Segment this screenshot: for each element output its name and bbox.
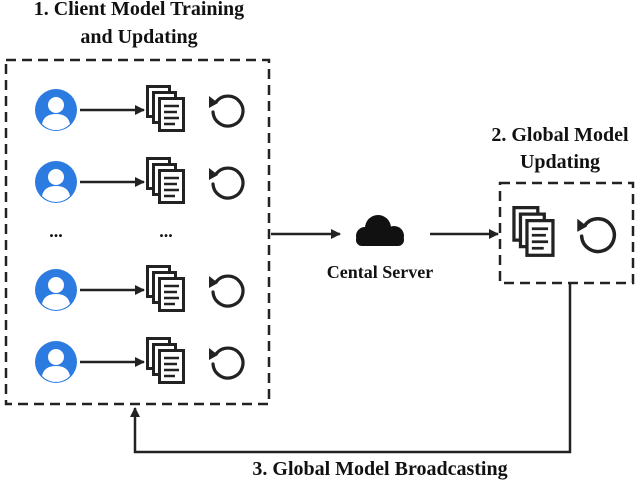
refresh-icon <box>575 216 617 254</box>
global-updating-title-line2: Updating <box>519 151 601 173</box>
client-row <box>35 265 245 312</box>
user-icon <box>35 161 77 203</box>
documents-icon <box>146 157 185 204</box>
documents-icon <box>146 337 185 384</box>
client-row <box>35 85 245 132</box>
ellipsis-clients: ... <box>49 221 63 241</box>
central-server-label: Cental Server <box>326 262 434 282</box>
user-icon <box>35 269 77 311</box>
cloud-icon <box>356 215 404 246</box>
user-icon <box>35 89 77 131</box>
global-updating-title-line1: 2. Global Model <box>491 124 629 146</box>
broadcasting-label: 3. Global Model Broadcasting <box>252 458 508 480</box>
refresh-icon <box>207 166 245 200</box>
documents-icon <box>512 206 555 257</box>
client-training-title-line1: 1. Client Model Training <box>33 0 245 20</box>
ellipsis-models: ... <box>159 221 173 241</box>
client-training-title-line2: and Updating <box>80 26 198 48</box>
broadcast-arrow <box>130 283 572 454</box>
documents-icon <box>146 85 185 132</box>
refresh-icon <box>207 94 245 128</box>
refresh-icon <box>207 274 245 308</box>
client-row <box>35 337 245 384</box>
client-row <box>35 157 245 204</box>
global-model-box <box>498 181 635 285</box>
client-group-box <box>4 58 271 406</box>
user-icon <box>35 341 77 383</box>
documents-icon <box>146 265 185 312</box>
refresh-icon <box>207 346 245 380</box>
